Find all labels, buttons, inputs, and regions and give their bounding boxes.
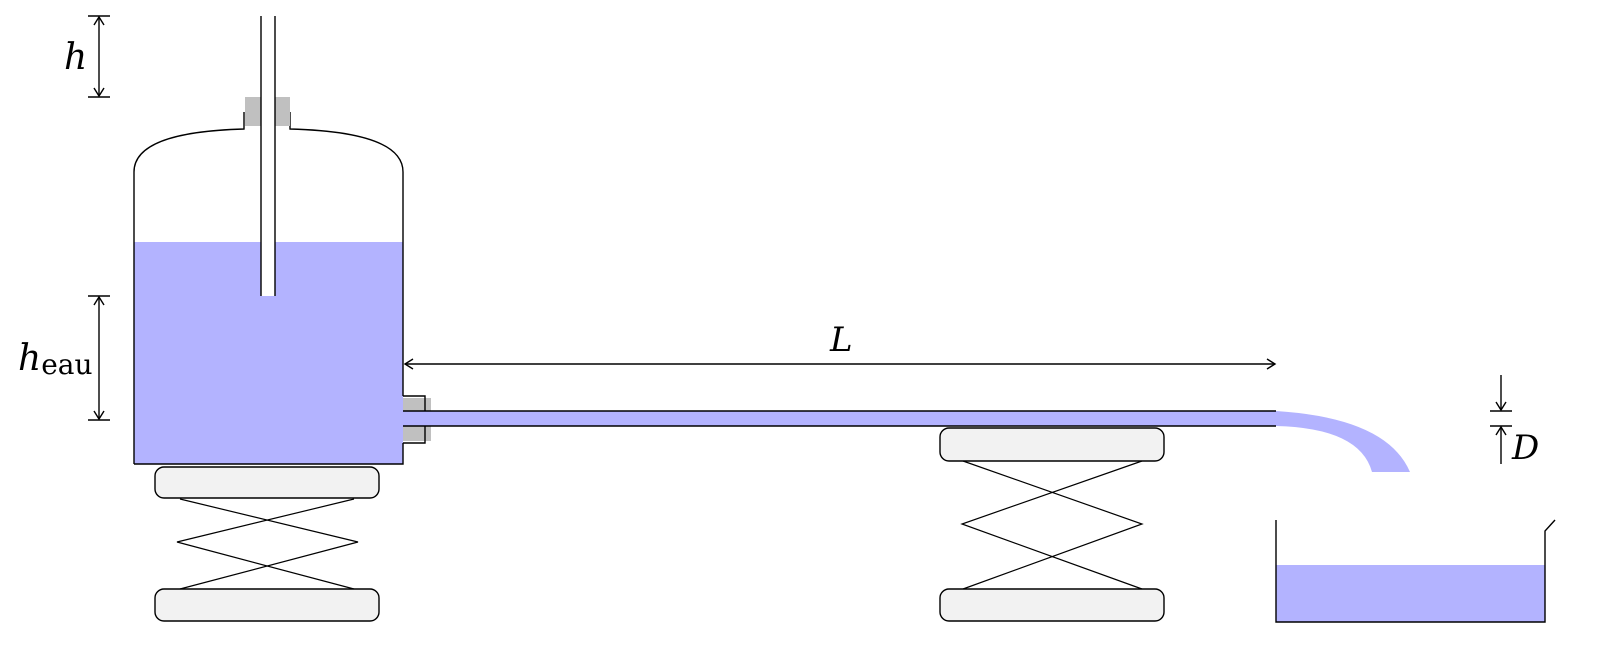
- jack-right-bottom-pad: [939, 588, 1165, 622]
- label-h: h: [64, 37, 87, 78]
- pipe-gasket-bottom: [403, 426, 431, 441]
- jack-left-scissor-2: [176, 498, 355, 590]
- dimension-h-eau: heau: [18, 295, 110, 421]
- dimension-D: D: [1490, 375, 1539, 468]
- tank-outline: [133, 112, 404, 465]
- neck-gasket-right: [274, 97, 290, 126]
- basin-outline: [1275, 519, 1556, 623]
- tank: [133, 16, 404, 465]
- dimension-L: L: [403, 320, 1277, 370]
- water-jet: [1276, 411, 1410, 472]
- label-D: D: [1511, 428, 1539, 468]
- jack-left-bottom-pad: [154, 588, 380, 622]
- air-tube-fill: [261, 16, 275, 296]
- pipe-fitting-outline: [403, 395, 426, 444]
- jack-left-top-pad: [154, 466, 380, 499]
- pipe-gasket-top: [403, 398, 431, 411]
- pipe-water: [403, 411, 1276, 426]
- lab-jack-left: [154, 466, 380, 622]
- lab-jack-right: [939, 427, 1165, 622]
- jack-left-scissor: [179, 498, 359, 590]
- neck-gasket-left: [245, 97, 261, 126]
- basin: [1275, 519, 1556, 623]
- jack-right-scissor-2: [960, 460, 1143, 590]
- label-L: L: [829, 320, 853, 360]
- label-h-eau: heau: [18, 338, 92, 381]
- jack-right-scissor: [962, 460, 1144, 590]
- basin-water: [1276, 565, 1545, 622]
- outlet-pipe: [403, 395, 1276, 444]
- jack-right-top-pad: [939, 427, 1165, 462]
- dimension-h: h: [64, 15, 110, 98]
